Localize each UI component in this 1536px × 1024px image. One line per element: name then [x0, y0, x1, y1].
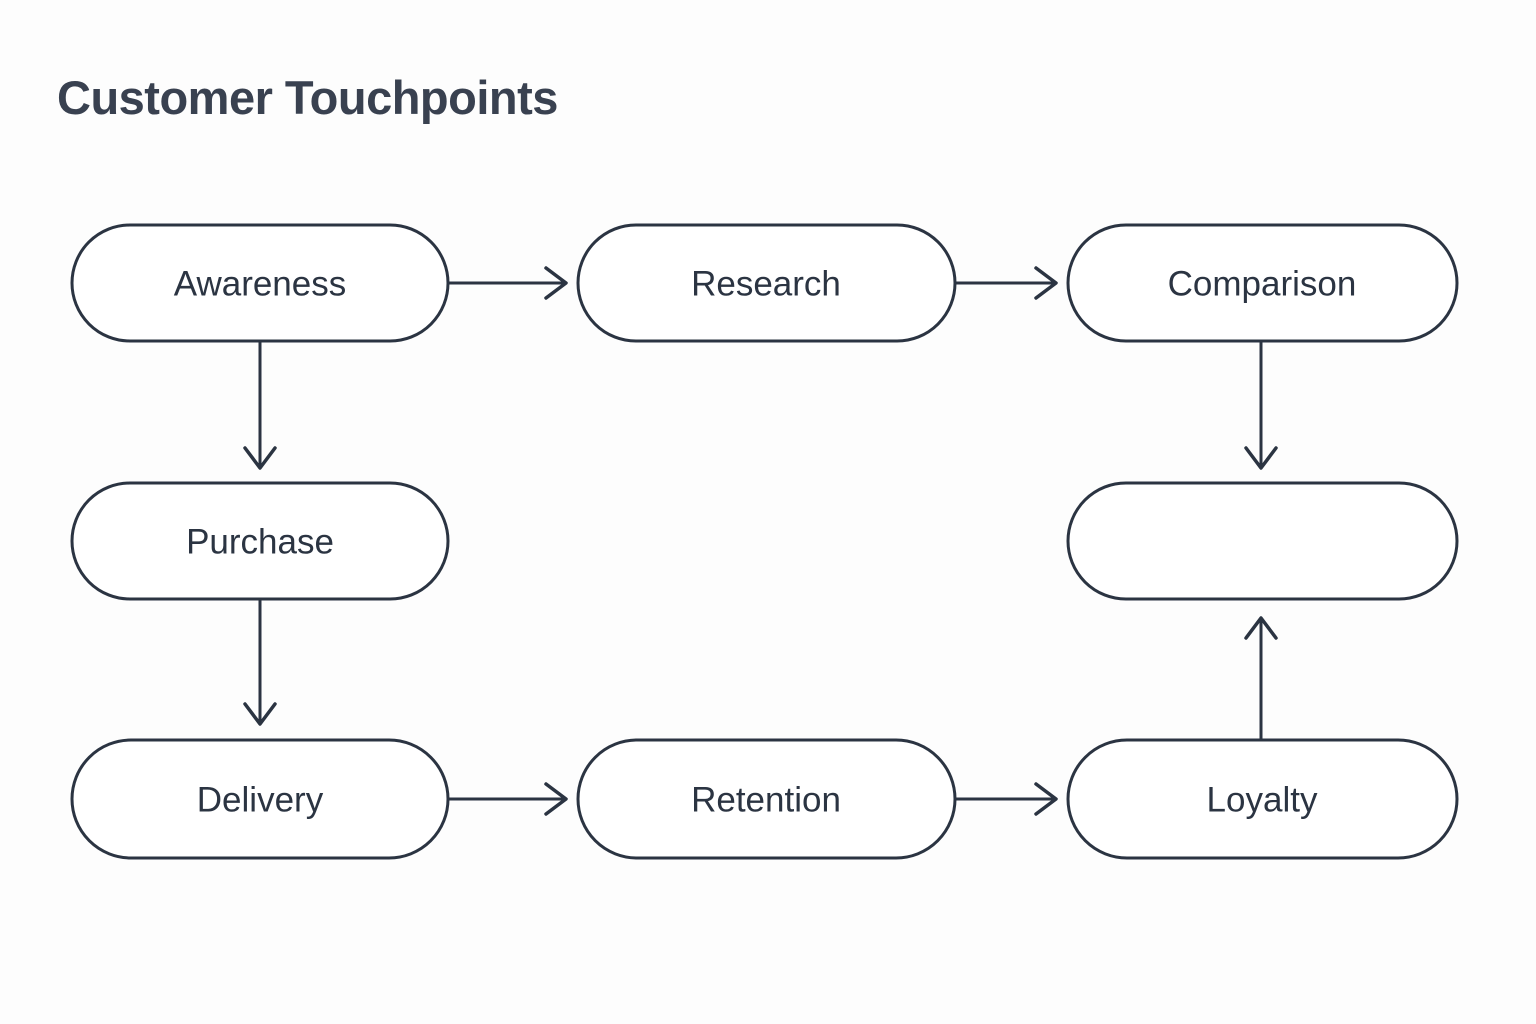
edge-research-to-comparison: [956, 266, 1058, 300]
node-research[interactable]: Research: [576, 223, 957, 343]
node-research-label: Research: [691, 265, 841, 304]
node-retention-label: Retention: [691, 781, 841, 820]
node-purchase-label: Purchase: [186, 523, 334, 562]
node-delivery-label: Delivery: [197, 781, 324, 820]
edge-loyalty-to-unlabeled: [1244, 616, 1278, 739]
node-loyalty[interactable]: Loyalty: [1066, 738, 1459, 860]
edge-purchase-to-delivery: [243, 600, 277, 726]
node-retention[interactable]: Retention: [576, 738, 957, 860]
edge-comparison-to-unlabeled: [1244, 342, 1278, 470]
edge-awareness-to-research: [449, 266, 568, 300]
node-unlabeled[interactable]: [1066, 481, 1459, 601]
node-loyalty-label: Loyalty: [1207, 781, 1318, 820]
page-title: Customer Touchpoints: [57, 71, 558, 124]
node-comparison-label: Comparison: [1168, 265, 1357, 304]
node-awareness[interactable]: Awareness: [70, 223, 450, 343]
node-delivery[interactable]: Delivery: [70, 738, 450, 860]
node-purchase[interactable]: Purchase: [70, 481, 450, 601]
edge-delivery-to-retention: [449, 782, 568, 816]
edge-retention-to-loyalty: [956, 782, 1058, 816]
edge-awareness-to-purchase: [243, 342, 277, 470]
node-awareness-label: Awareness: [174, 265, 347, 304]
node-comparison[interactable]: Comparison: [1066, 223, 1459, 343]
